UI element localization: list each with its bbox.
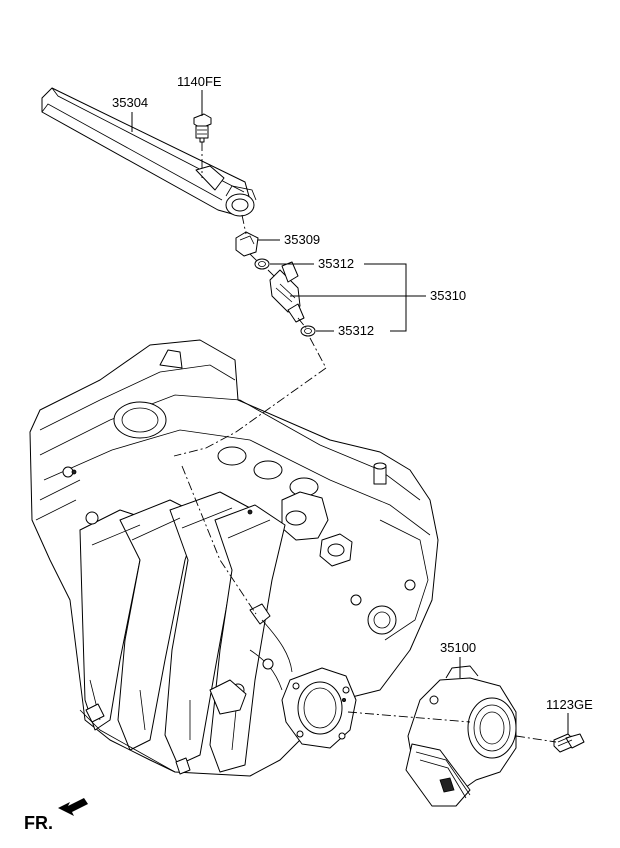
throttle-body — [405, 665, 517, 807]
label-1140fe: 1140FE — [177, 74, 222, 89]
front-label: FR. — [24, 813, 53, 833]
engine-assembly — [29, 339, 439, 777]
label-35312-upper: 35312 — [318, 256, 354, 271]
assembly-centerlines — [173, 142, 557, 743]
label-35304: 35304 — [112, 95, 148, 110]
fuel-rail — [41, 87, 257, 217]
fuel-injector — [269, 261, 305, 323]
o-ring-upper — [254, 258, 270, 270]
label-35100: 35100 — [440, 640, 476, 655]
front-direction-marker: FR. — [24, 798, 88, 833]
o-ring-lower — [300, 325, 316, 337]
label-35312-lower: 35312 — [338, 323, 374, 338]
label-35310: 35310 — [430, 288, 466, 303]
bolt-1123ge — [553, 733, 585, 753]
clip-35309 — [235, 231, 259, 257]
leader-lines — [131, 90, 569, 734]
label-1123ge: 1123GE — [546, 697, 593, 712]
label-35309: 35309 — [284, 232, 320, 247]
bolt-1140fe — [193, 113, 212, 143]
front-arrow-icon — [58, 798, 88, 816]
